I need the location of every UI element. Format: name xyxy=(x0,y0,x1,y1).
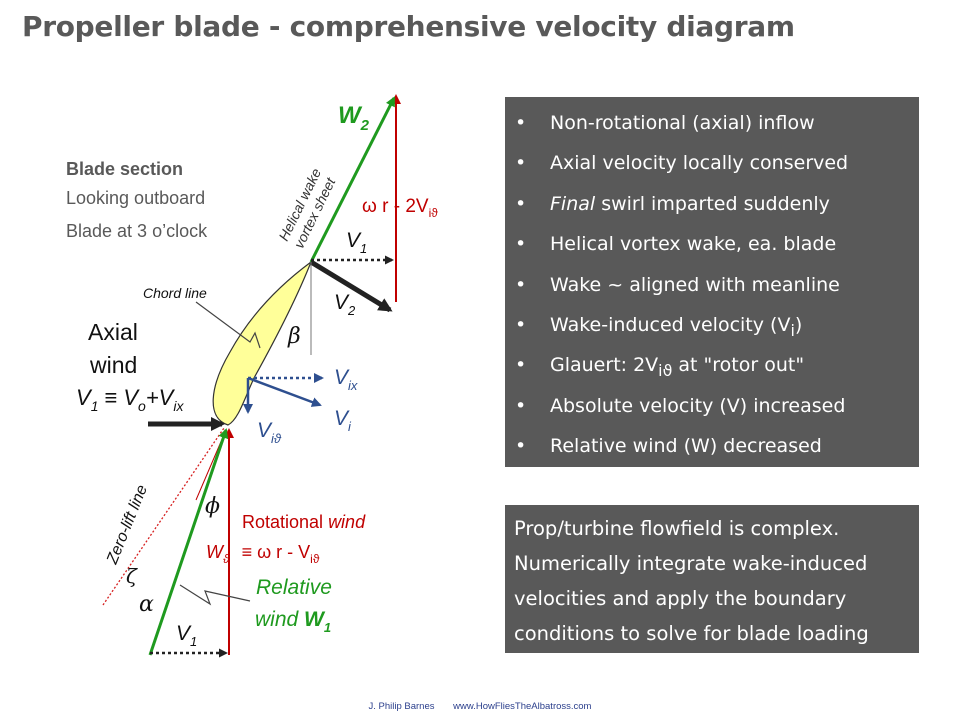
relative-wind-w1-arrow xyxy=(148,428,229,656)
footer-site-link[interactable]: www.HowFliesTheAlbatross.com xyxy=(453,701,592,712)
note-text: Prop/turbine flowfield is complex. Numer… xyxy=(514,517,869,645)
bullet-item: Axial velocity locally conserved xyxy=(505,146,919,186)
footer: J. Philip Barnes www.HowFliesTheAlbatros… xyxy=(0,701,960,712)
zeta-symbol: ζ xyxy=(126,564,138,588)
bullet-item: Final swirl imparted suddenly xyxy=(505,187,919,227)
chord-line-leader xyxy=(195,301,261,349)
vitheta-label: Viϑ xyxy=(257,419,282,446)
v2-arrow xyxy=(309,259,393,313)
alpha-symbol: α xyxy=(139,592,154,617)
beta-symbol: β xyxy=(287,324,301,349)
blade-section-heading: Blade section xyxy=(66,159,183,179)
blade-at-3-text: Blade at 3 o’clock xyxy=(66,221,208,241)
v1-top-label: V1 xyxy=(346,229,367,256)
velocity-diagram: W2 Helical wakevortex sheet ω r - 2Viϑ V… xyxy=(66,94,438,658)
phi-symbol: ϕ xyxy=(205,494,220,519)
bullet-panel: Non-rotational (axial) inflow Axial velo… xyxy=(505,97,919,504)
bullet-item: Non-rotational (axial) inflow xyxy=(505,106,919,146)
bullet-item: Relative wind (W) decreased xyxy=(505,429,919,469)
note-panel: Prop/turbine flowfield is complex. Numer… xyxy=(505,505,919,653)
bullet-item: Absolute velocity (V) increased xyxy=(505,389,919,429)
vi-label: Vi xyxy=(334,407,352,434)
omega-r-2vi-label: ω r - 2Viϑ xyxy=(362,196,438,220)
relative-wind-leader xyxy=(179,584,251,606)
bullet-list: Non-rotational (axial) inflow Axial velo… xyxy=(505,97,919,510)
looking-outboard-text: Looking outboard xyxy=(66,188,205,208)
rotational-wind-label: Rotational wind xyxy=(242,512,366,532)
footer-author: J. Philip Barnes xyxy=(368,701,435,712)
vix-label: Vix xyxy=(334,366,358,393)
v2-label: V2 xyxy=(334,291,356,318)
helical-wake-label: Helical wakevortex sheet xyxy=(275,165,339,250)
bullet-item: Wake ~ aligned with meanline xyxy=(505,268,919,308)
chord-line-label: Chord line xyxy=(143,285,207,301)
wtheta-equation: Wϑ≡ ω r - Viϑ xyxy=(206,542,320,566)
bullet-item: Helical vortex wake, ea. blade xyxy=(505,227,919,267)
v1-bottom-label: V1 xyxy=(176,622,197,649)
v1-equation: V1≡Vo+Vix xyxy=(76,385,184,414)
bullet-item: Wake-induced velocity (Vi) xyxy=(505,308,919,348)
zero-lift-label: Zero-lift line xyxy=(104,483,151,568)
w2-label: W2 xyxy=(338,102,370,134)
bullet-item: Glauert: 2Viϑ at "rotor out" xyxy=(505,348,919,388)
bullet-item: Immediate static pressure rise xyxy=(505,470,919,510)
relative-wind-w2-arrow xyxy=(309,96,396,263)
page-title: Propeller blade - comprehensive velocity… xyxy=(22,10,795,43)
vi-arrow xyxy=(247,376,322,407)
